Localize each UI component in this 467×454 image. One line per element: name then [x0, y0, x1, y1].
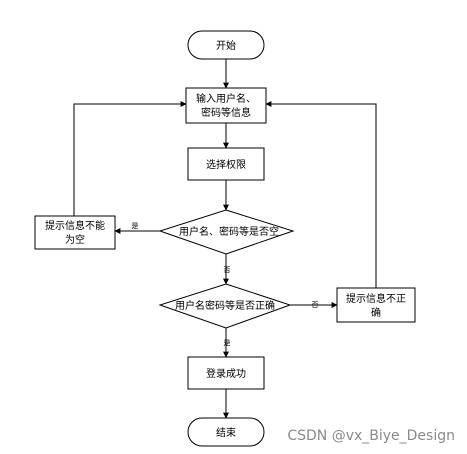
end-terminator-shape: [187, 417, 265, 447]
empty-prompt-process-shape: [34, 215, 116, 250]
edge-wrong-prompt-to-input: [265, 101, 377, 288]
node-start: 开始: [187, 30, 265, 60]
node-input: 输入用户名、 密码等信息: [185, 87, 267, 124]
edge-label-correct-no: 否: [312, 301, 319, 309]
edge-empty-prompt-to-input: [73, 101, 187, 216]
start-label: 开始: [216, 39, 236, 52]
login-ok-label: 登录成功: [206, 367, 246, 380]
edge-label-empty-yes: 是: [132, 222, 139, 230]
select-role-label: 选择权限: [206, 158, 246, 171]
check-empty-label: 用户名、密码等是否空: [179, 225, 279, 238]
check-correct-decision-shape: [158, 283, 292, 329]
node-end: 结束: [187, 417, 265, 447]
node-check-empty: 用户名、密码等是否空: [158, 209, 295, 255]
wrong-prompt-label-line-2: 确: [371, 306, 381, 319]
login-ok-process-shape: [187, 356, 265, 390]
check-correct-label: 用户名密码等是否正确: [175, 299, 275, 312]
wrong-prompt-process-shape: [336, 287, 416, 323]
edge-labels: 是 否 否 是: [132, 222, 319, 347]
node-select-role: 选择权限: [187, 147, 265, 181]
node-wrong-prompt: 提示信息不正 确: [336, 287, 416, 323]
connectors: [73, 59, 377, 419]
input-label-line-1: 输入用户名、: [196, 92, 256, 105]
select-role-process-shape: [187, 147, 265, 181]
empty-prompt-label-line-1: 提示信息不能: [45, 219, 105, 232]
node-empty-prompt: 提示信息不能 为空: [34, 215, 116, 250]
end-label: 结束: [216, 426, 236, 439]
start-terminator-shape: [187, 30, 265, 60]
wrong-prompt-label-line-1: 提示信息不正: [346, 292, 406, 305]
check-empty-decision-shape: [158, 209, 295, 255]
csdn-watermark: CSDN @vx_Biye_Design: [287, 428, 455, 444]
node-login-ok: 登录成功: [187, 356, 265, 390]
input-process-shape: [185, 87, 267, 124]
input-label-line-2: 密码等信息: [201, 106, 251, 119]
node-check-correct: 用户名密码等是否正确: [158, 283, 292, 329]
edge-label-empty-no: 否: [224, 266, 231, 274]
edge-label-correct-yes: 是: [224, 339, 231, 347]
empty-prompt-label-line-2: 为空: [65, 233, 85, 246]
